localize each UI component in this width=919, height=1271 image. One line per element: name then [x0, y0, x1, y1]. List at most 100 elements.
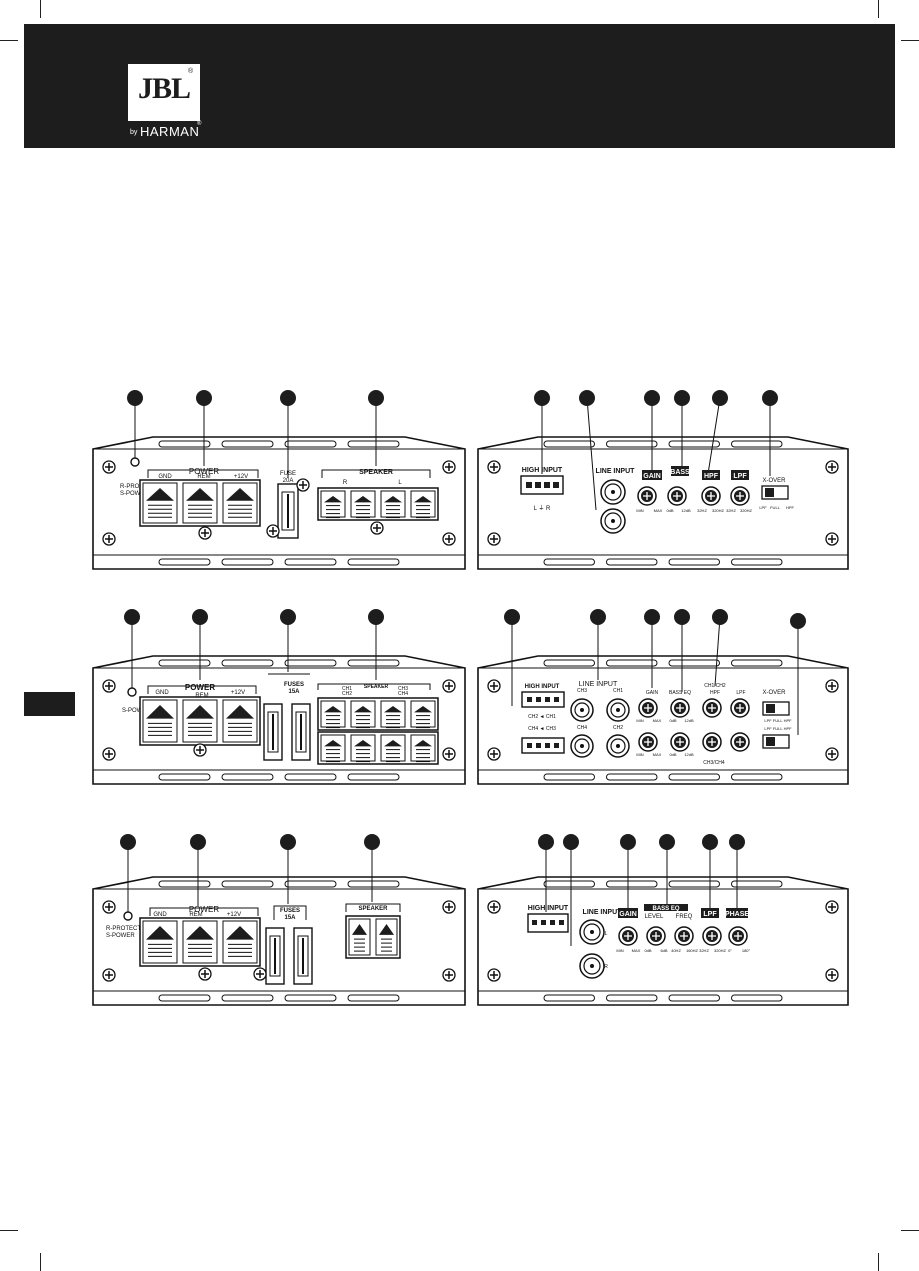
- terminal-slot: [320, 700, 346, 728]
- v12-label: +12V: [231, 690, 245, 696]
- fuse-label: 20A: [283, 478, 294, 484]
- screw-cross: [299, 481, 307, 489]
- led-icon: [123, 911, 133, 921]
- knob-marker: [676, 704, 684, 712]
- screw-cross: [269, 527, 277, 535]
- vent-slot: [668, 880, 720, 888]
- screw-cross: [445, 971, 453, 979]
- terminal-screw-icon: [324, 496, 342, 503]
- crop-mark: [901, 1230, 919, 1231]
- vent-slot: [668, 659, 720, 667]
- line-input-label: LINE INPUT: [583, 909, 623, 916]
- rca-pin: [590, 930, 594, 934]
- terminal-screw-icon: [226, 926, 254, 940]
- power-bracket: [149, 907, 259, 916]
- led-icon: [127, 687, 137, 697]
- screw-cross: [828, 463, 836, 471]
- vent-slot: [221, 994, 274, 1002]
- xover-switch-knob: [765, 488, 774, 497]
- knob-marker: [673, 492, 681, 500]
- connector-pin: [559, 920, 564, 925]
- hpf-label: HPF: [704, 473, 719, 480]
- callout-marker: [712, 609, 728, 625]
- high-input-pins: L ⏚ R: [534, 505, 551, 512]
- screw-cross: [828, 750, 836, 758]
- rem-label: REM: [189, 912, 202, 918]
- hpf-label: HPF: [710, 690, 720, 696]
- rca-pin: [616, 708, 620, 712]
- screw-cross: [105, 971, 113, 979]
- screw-cross: [445, 535, 453, 543]
- ch2-label: CH2: [342, 691, 352, 697]
- terminal-slot: [410, 490, 436, 518]
- terminal-slot: [410, 734, 436, 762]
- screw-cross: [105, 535, 113, 543]
- vent-slot: [668, 994, 720, 1002]
- screw-cross: [445, 463, 453, 471]
- vent-slot: [347, 659, 400, 667]
- xover-label: X-OVER: [762, 690, 786, 696]
- vent-slot: [543, 994, 595, 1002]
- vent-slot: [731, 994, 783, 1002]
- xover-switch-knob: [766, 704, 775, 713]
- high-input-connector: [520, 475, 564, 495]
- screw-cross: [196, 746, 204, 754]
- xover-position-label: LPF FULL HPF: [764, 726, 792, 731]
- callout-marker: [504, 609, 520, 625]
- terminal-screw-icon: [352, 924, 367, 935]
- led-label: R-PROTECT: [120, 484, 155, 490]
- knob-tick-label: MAX: [653, 752, 662, 757]
- knob-tick-label: 320HZ: [712, 508, 725, 513]
- vent-slot: [347, 440, 400, 448]
- vent-slot: [284, 773, 337, 781]
- vent-slot: [158, 558, 211, 566]
- gain-label-box: [642, 470, 662, 480]
- vent-slot: [284, 994, 337, 1002]
- knob-tick-label: 0dB: [669, 752, 676, 757]
- terminal-slot: [320, 490, 346, 518]
- lpf-label-box: [731, 470, 749, 480]
- knob-tick-label: 320HZ: [740, 508, 753, 513]
- xover-label: X-OVER: [762, 478, 786, 484]
- gnd-label: GND: [153, 912, 167, 918]
- knob-marker: [643, 492, 651, 500]
- vent-slot: [221, 440, 274, 448]
- terminal-screw-icon: [354, 740, 372, 747]
- section-tab: [24, 692, 75, 716]
- callout-marker: [280, 390, 296, 406]
- callout-marker: [534, 390, 550, 406]
- screw-cross: [445, 682, 453, 690]
- vent-slot: [158, 994, 211, 1002]
- screw-cross: [828, 535, 836, 543]
- callout-marker: [702, 834, 718, 850]
- callout-marker: [368, 390, 384, 406]
- ch3ch4-label: CH3/CH4: [703, 760, 725, 766]
- knob-marker: [736, 704, 744, 712]
- knob-tick-label: 160HZ: [686, 948, 699, 953]
- ch1ch2-label: CH1/CH2: [704, 683, 726, 689]
- callout-leader: [707, 397, 721, 475]
- connector-pin: [545, 697, 550, 702]
- callout-leader: [714, 616, 721, 687]
- rca-ch4-label: CH4: [577, 725, 587, 731]
- knob-marker: [708, 704, 716, 712]
- connector-pin: [545, 743, 550, 748]
- v12-label: +12V: [227, 912, 241, 918]
- vent-slot: [731, 659, 783, 667]
- connector-pin: [535, 482, 541, 488]
- vent-slot: [731, 558, 783, 566]
- logo-registered: ®: [188, 68, 194, 75]
- vent-slot: [347, 880, 400, 888]
- terminal-screw-icon: [186, 488, 214, 501]
- xover-position-label: LPF FULL HPF: [764, 718, 792, 723]
- power-label: POWER: [185, 683, 215, 692]
- led-label: S-POWER: [122, 708, 151, 714]
- fuse-bracket: [273, 905, 307, 920]
- led-label: S-POWER: [120, 491, 149, 497]
- power-label: POWER: [189, 905, 219, 914]
- screw-cross: [828, 971, 836, 979]
- callout-marker: [579, 390, 595, 406]
- lpf-label: LPF: [733, 473, 747, 480]
- callout-marker: [190, 834, 206, 850]
- xover-position-label: HPF: [786, 505, 795, 510]
